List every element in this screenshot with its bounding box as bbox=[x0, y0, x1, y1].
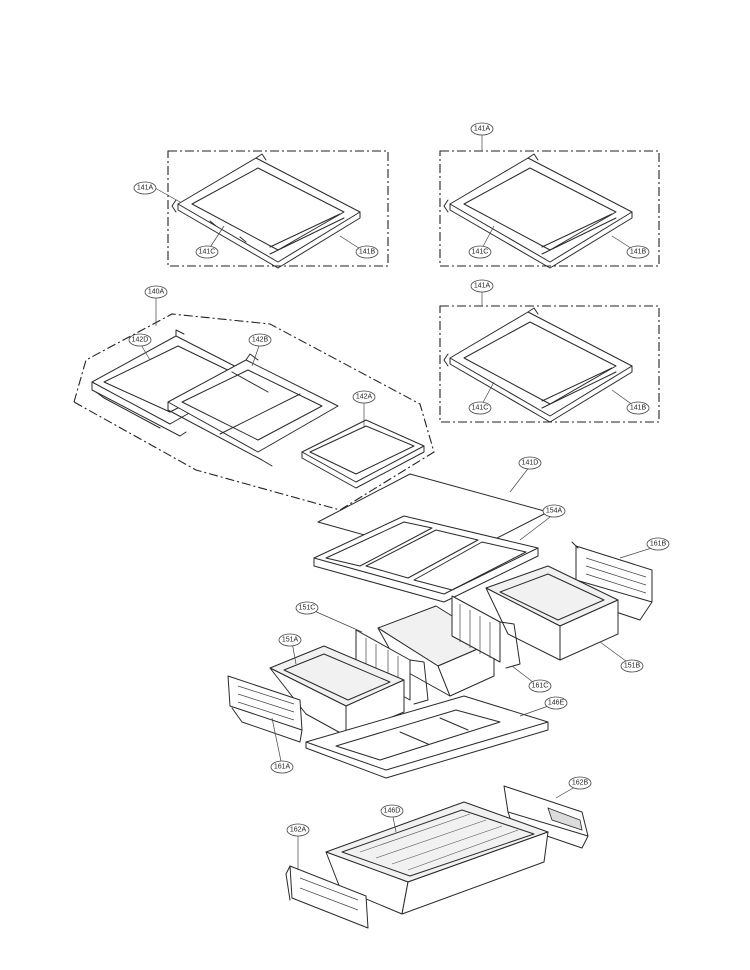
callout-146E: 146E bbox=[544, 696, 568, 710]
callout-151C: 151C bbox=[295, 601, 319, 615]
svg-text:151A: 151A bbox=[282, 637, 299, 644]
svg-text:142A: 142A bbox=[356, 394, 373, 401]
svg-text:161C: 161C bbox=[532, 683, 549, 690]
svg-text:141B: 141B bbox=[630, 249, 647, 256]
shelf-frame bbox=[443, 307, 633, 423]
shelf-glass-142A bbox=[301, 419, 425, 489]
shelf-assembly-top-left bbox=[167, 150, 389, 269]
svg-text:141D: 141D bbox=[522, 460, 539, 467]
callout-141D: 141D bbox=[518, 456, 542, 470]
svg-text:142B: 142B bbox=[252, 337, 269, 344]
callout-142B: 142B bbox=[248, 333, 272, 347]
svg-text:141B: 141B bbox=[630, 405, 647, 412]
bracket-lower-left bbox=[285, 865, 369, 929]
callout-141C: 141C bbox=[195, 245, 219, 259]
callout-151A: 151A bbox=[278, 633, 302, 647]
crisper-drawer-right bbox=[485, 565, 619, 661]
callout-141C: 141C bbox=[468, 401, 492, 415]
svg-text:141A: 141A bbox=[474, 283, 491, 290]
crisper-drawer-left bbox=[269, 645, 405, 737]
svg-text:141B: 141B bbox=[359, 249, 376, 256]
callout-141A: 141A bbox=[133, 181, 157, 195]
callout-154A: 154A bbox=[542, 504, 566, 518]
svg-text:162B: 162B bbox=[572, 780, 589, 787]
callout-141B: 141B bbox=[626, 245, 650, 259]
svg-text:146D: 146D bbox=[384, 808, 401, 815]
callout-146D: 146D bbox=[380, 804, 404, 818]
freezer-pan bbox=[325, 801, 549, 915]
shelf-rails-142B bbox=[167, 353, 339, 467]
shelf-frame bbox=[171, 153, 361, 269]
callout-161C: 161C bbox=[528, 679, 552, 693]
svg-text:151C: 151C bbox=[299, 605, 316, 612]
callout-161A: 161A bbox=[270, 760, 294, 774]
folding-shelf-assembly bbox=[73, 313, 435, 511]
svg-text:162A: 162A bbox=[290, 827, 307, 834]
svg-text:141C: 141C bbox=[472, 405, 489, 412]
svg-text:161B: 161B bbox=[650, 541, 667, 548]
shelf-assembly-middle-right bbox=[439, 305, 660, 423]
drawer-divider-rear bbox=[451, 595, 521, 669]
svg-text:141C: 141C bbox=[472, 249, 489, 256]
svg-text:154A: 154A bbox=[546, 508, 563, 515]
callout-141A: 141A bbox=[470, 279, 494, 293]
shelf-frame bbox=[443, 153, 633, 269]
callout-141B: 141B bbox=[626, 401, 650, 415]
shelf-assembly-top-right bbox=[439, 150, 660, 269]
drawer-base-tray bbox=[305, 695, 549, 779]
svg-text:151B: 151B bbox=[624, 663, 641, 670]
svg-text:146E: 146E bbox=[548, 700, 565, 707]
svg-text:142D: 142D bbox=[132, 337, 149, 344]
callout-162B: 162B bbox=[568, 776, 592, 790]
callout-141B: 141B bbox=[355, 245, 379, 259]
svg-text:140A: 140A bbox=[148, 289, 165, 296]
callout-162A: 162A bbox=[286, 823, 310, 837]
svg-text:141A: 141A bbox=[474, 126, 491, 133]
side-bracket-left bbox=[227, 675, 303, 743]
callout-151B: 151B bbox=[620, 659, 644, 673]
callout-141A: 141A bbox=[470, 122, 494, 136]
crisper-cover-frame bbox=[313, 515, 539, 603]
svg-text:141C: 141C bbox=[199, 249, 216, 256]
crisper-drawer-middle bbox=[377, 605, 495, 697]
callout-141C: 141C bbox=[468, 245, 492, 259]
callout-142A: 142A bbox=[352, 390, 376, 404]
callout-142D: 142D bbox=[128, 333, 152, 347]
callout-140A: 140A bbox=[144, 285, 168, 299]
svg-text:161A: 161A bbox=[274, 764, 291, 771]
svg-text:141A: 141A bbox=[137, 185, 154, 192]
callout-161B: 161B bbox=[646, 537, 670, 551]
